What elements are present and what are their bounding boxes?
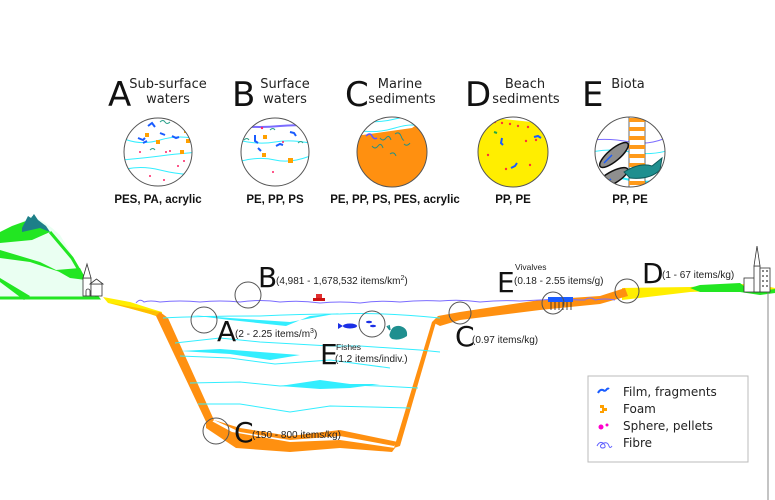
whale-icon — [386, 324, 408, 340]
sample-ring-fishes — [358, 310, 386, 338]
sediment-sample-circle — [357, 117, 427, 187]
panel-title-line2: sediments — [492, 92, 560, 107]
legend-label: Fibre — [623, 436, 652, 450]
panel-title-line1: Biota — [611, 77, 645, 92]
sample-ring-bivalves — [541, 291, 565, 315]
foam-icon — [600, 405, 607, 413]
value-text: (4,981 - 1,678,532 items/km — [276, 276, 401, 287]
sea-basin — [103, 288, 628, 452]
label-letter: E — [320, 338, 338, 371]
panel-sub-surface-waters: A Sub-surface waters PES, PA, acr — [108, 75, 207, 206]
label-value: (4,981 - 1,678,532 items/km2) — [276, 275, 408, 287]
sample-ring — [594, 116, 666, 188]
label-value: (0.18 - 2.55 items/g) — [514, 276, 603, 287]
fibre-icon — [596, 441, 613, 449]
label-value: (0.97 items/kg) — [472, 335, 538, 346]
label-sub-surface-waters: A (2 - 2.25 items/m3) — [217, 315, 317, 348]
biota-sample-circle — [595, 117, 665, 187]
value-superscript: 2 — [401, 275, 405, 282]
film-fragment-icon — [597, 387, 610, 394]
panel-letter: C — [345, 75, 369, 115]
panel-title-line2: waters — [263, 92, 307, 107]
legend-item: Foam — [600, 402, 656, 416]
panel-biota: E Biota PP, PE — [582, 75, 666, 206]
city-buildings-icon — [743, 245, 771, 293]
sample-ring-deep — [202, 417, 230, 445]
panel-title-line1: Beach — [505, 77, 545, 92]
sample-ring-surface — [234, 281, 262, 309]
panel-polymers: PP, PE — [495, 194, 531, 206]
label-surface-waters: B (4,981 - 1,678,532 items/km2) — [258, 261, 408, 294]
fish-icon — [338, 320, 376, 329]
label-value: (150 - 800 items/kg) — [252, 430, 341, 441]
label-shelf-sediment: C (0.97 items/kg) — [455, 320, 538, 353]
water-currents — [162, 313, 441, 413]
panel-title-line2: sediments — [368, 92, 436, 107]
sample-ring — [240, 117, 310, 187]
panel-title-line1: Surface — [260, 77, 310, 92]
panel-title-line1: Marine — [378, 77, 422, 92]
panel-letter: B — [232, 75, 255, 115]
panel-title-line2: waters — [146, 92, 190, 107]
legend-label: Foam — [623, 402, 656, 416]
label-value: (1.2 items/indiv.) — [335, 354, 408, 365]
panel-polymers: PE, PP, PS, PES, acrylic — [330, 194, 460, 206]
legend-label: Film, fragments — [623, 385, 717, 399]
value-superscript: 3 — [310, 328, 314, 335]
panel-letter: D — [465, 75, 491, 115]
label-letter: B — [258, 261, 277, 294]
panel-letter: A — [108, 75, 131, 115]
legend-label: Sphere, pellets — [623, 419, 713, 433]
boat-icon — [313, 294, 325, 301]
sample-ring — [356, 116, 428, 188]
label-beach: D (1 - 67 items/kg) — [642, 257, 734, 290]
sample-ring-shelf — [448, 301, 472, 325]
label-letter: C — [455, 320, 475, 353]
panel-title-line1: Sub-surface — [129, 77, 206, 92]
label-category: Fishes — [336, 342, 361, 352]
panel-polymers: PE, PP, PS — [246, 194, 304, 206]
panel-letter: E — [582, 75, 603, 115]
label-fishes: E Fishes (1.2 items/indiv.) — [320, 338, 408, 371]
panel-surface-waters: B Surface waters PE, PP, PS — [232, 75, 310, 206]
beach-sample-circle — [478, 117, 548, 187]
legend-item: Fibre — [596, 436, 652, 450]
value-suffix: ) — [404, 276, 407, 287]
value-text: (2 - 2.25 items/m — [235, 329, 310, 340]
left-hillside — [0, 213, 101, 300]
panel-beach-sediments: D Beach sediments PP, PE — [465, 75, 560, 206]
label-letter: A — [217, 315, 236, 348]
label-letter: D — [642, 257, 664, 290]
church-icon — [82, 262, 105, 297]
label-bivalves: E Vivalves (0.18 - 2.55 items/g) — [497, 262, 603, 299]
sample-ring-beach — [614, 278, 640, 304]
mountain-icon — [22, 214, 50, 232]
sample-ring — [123, 117, 193, 187]
legend-item: Sphere, pellets — [598, 419, 713, 433]
water-surface-line — [135, 297, 616, 304]
legend-item: Film, fragments — [597, 385, 717, 399]
panel-polymers: PES, PA, acrylic — [114, 194, 202, 206]
value-suffix: ) — [314, 329, 317, 340]
label-letter: C — [234, 416, 254, 449]
label-letter: E — [497, 266, 515, 299]
sample-ring — [477, 116, 549, 188]
label-value: (2 - 2.25 items/m3) — [235, 328, 317, 340]
label-category: Vivalves — [515, 262, 547, 272]
sphere-pellet-icon — [598, 423, 609, 430]
panel-polymers: PP, PE — [612, 194, 648, 206]
surface-sample-circle — [241, 118, 309, 186]
panel-marine-sediments: C Marine sediments PE, PP, PS, PES, acry… — [330, 75, 460, 206]
sample-ring-subsurface — [190, 306, 218, 334]
label-deep-sediment: C (150 - 800 items/kg) — [234, 416, 341, 449]
label-value: (1 - 67 items/kg) — [662, 270, 734, 281]
legend: Film, fragments Foam Sphere, pellets Fib… — [587, 375, 749, 463]
sub-surface-sample-circle — [124, 118, 192, 186]
